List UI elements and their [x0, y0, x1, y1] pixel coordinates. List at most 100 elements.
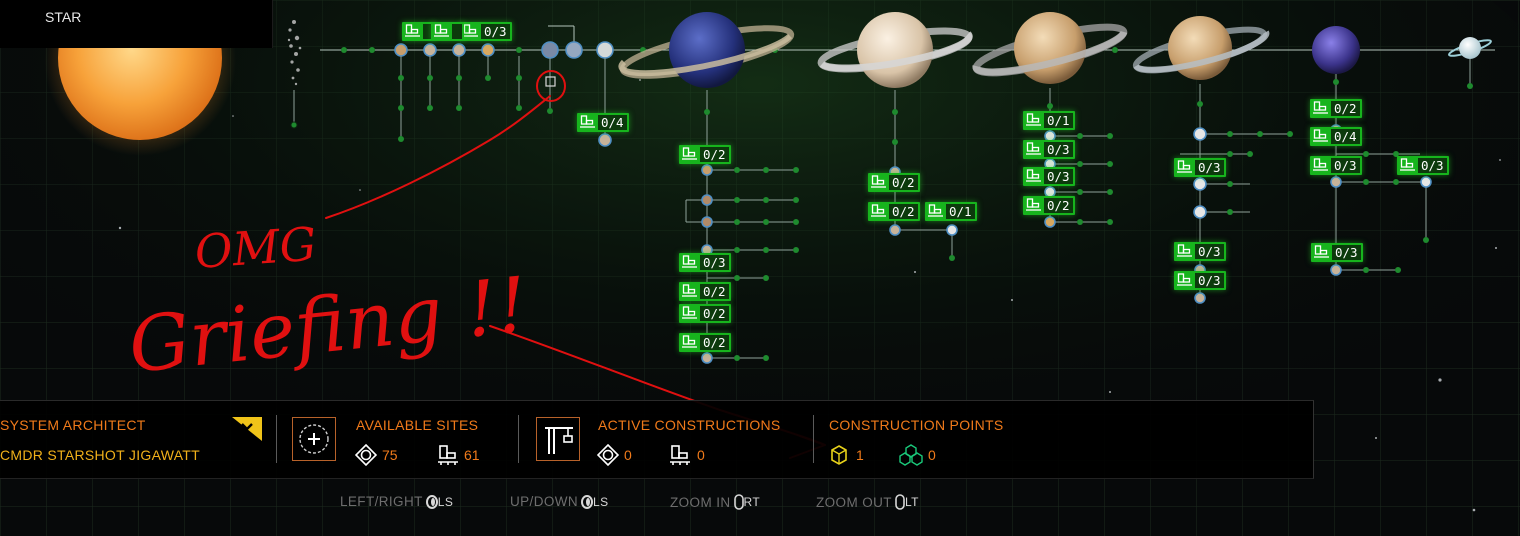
site-slot-count: 0/3	[1044, 142, 1073, 157]
site-slot-count: 0/3	[1195, 160, 1224, 175]
architect-title: SYSTEM ARCHITECT	[0, 417, 146, 433]
construction-site-badge[interactable]: 0/3	[1023, 167, 1075, 186]
hint-button-label: LS	[437, 494, 454, 509]
construction-points-title: CONSTRUCTION POINTS	[829, 417, 1004, 433]
hint-label: ZOOM OUT	[816, 494, 892, 510]
site-slot-count: 0/2	[700, 284, 729, 299]
divider	[276, 415, 277, 463]
site-slot-count: 0/4	[598, 115, 627, 130]
construction-site-badge[interactable]: 0/3	[1174, 271, 1226, 290]
site-slot-count: 0/2	[700, 335, 729, 350]
construction-site-badge[interactable]: 0/3	[460, 22, 512, 41]
tier2-points-count: 1	[856, 447, 864, 463]
surface-site-icon	[870, 174, 887, 191]
site-slot-count: 0/3	[1195, 273, 1224, 288]
tier2-point-icon	[831, 445, 847, 465]
site-slot-count: 0/3	[1195, 244, 1224, 259]
site-slot-count: 0/2	[700, 147, 729, 162]
construction-site-badge[interactable]: 0/2	[679, 304, 731, 323]
available-orbital-count: 75	[382, 447, 398, 463]
system-architect-bar: SYSTEM ARCHITECT CMDR STARSHOT JIGAWATT …	[0, 400, 1314, 479]
hint-button-label: LT	[904, 495, 919, 509]
construction-site-badge[interactable]: 0/3	[1310, 156, 1362, 175]
surface-site-icon	[1312, 157, 1329, 174]
surface-site-icon	[1313, 244, 1330, 261]
surface-site-icon	[681, 146, 698, 163]
construction-site-badge[interactable]: 0/2	[868, 173, 920, 192]
star-label-panel[interactable]: STAR	[0, 0, 273, 48]
site-slot-count: 0/2	[1044, 198, 1073, 213]
site-slot-count: 0/2	[1331, 101, 1360, 116]
construction-site-badge[interactable]: 0/3	[1397, 156, 1449, 175]
control-hint: UP/DOWN LS	[510, 494, 609, 509]
construction-site-badge[interactable]: 0/3	[679, 253, 731, 272]
trigger-icon	[895, 494, 905, 510]
construction-site-badge[interactable]: 0/2	[1310, 99, 1362, 118]
surface-site-icon	[1176, 243, 1193, 260]
orbital-site-icon	[355, 444, 377, 466]
surface-site-icon	[433, 23, 450, 40]
construction-site-badge[interactable]: 0/2	[679, 145, 731, 164]
surface-site-icon	[681, 305, 698, 322]
surface-site-icon	[1025, 168, 1042, 185]
surface-site-icon	[670, 445, 690, 465]
surface-site-icon	[1025, 197, 1042, 214]
site-slot-count: 0/3	[1331, 158, 1360, 173]
construction-site-badge[interactable]: 0/2	[868, 202, 920, 221]
construction-site-badge[interactable]: 0/3	[1311, 243, 1363, 262]
construction-site-badge[interactable]: 0/4	[577, 113, 629, 132]
surface-site-icon	[462, 23, 479, 40]
hint-button: LS	[581, 494, 609, 509]
surface-site-icon	[404, 23, 421, 40]
active-orbital-count: 0	[624, 447, 632, 463]
hint-button-label: RT	[743, 495, 761, 509]
construction-site-badge[interactable]: 0/4	[1310, 127, 1362, 146]
trigger-icon	[733, 494, 744, 510]
construction-site-badge[interactable]: 0/2	[679, 282, 731, 301]
surface-site-icon	[1312, 100, 1329, 117]
surface-site-icon	[1312, 128, 1329, 145]
active-surface-count: 0	[697, 447, 705, 463]
hint-button-label: LS	[593, 494, 609, 509]
available-surface-count: 61	[464, 447, 480, 463]
surface-site-icon	[1176, 272, 1193, 289]
site-slot-count: 0/2	[889, 204, 918, 219]
surface-site-icon	[1399, 157, 1416, 174]
tier3-point-icon	[899, 444, 923, 466]
construction-site-badge[interactable]: 0/3	[1174, 158, 1226, 177]
site-slot-count: 0/2	[700, 306, 729, 321]
construction-site-badge[interactable]: 0/2	[679, 333, 731, 352]
crane-icon	[536, 417, 580, 461]
hint-button: LT	[895, 494, 919, 510]
control-hint: LEFT/RIGHT LS	[340, 494, 453, 509]
construction-site-badge[interactable]	[402, 22, 435, 41]
construction-site-badge[interactable]: 0/3	[1174, 242, 1226, 261]
surface-site-icon	[870, 203, 887, 220]
site-slot-count-clipped	[452, 24, 462, 39]
construction-site-badge[interactable]: 0/3	[1023, 140, 1075, 159]
control-hint: ZOOM OUT LT	[816, 494, 919, 510]
hint-label: UP/DOWN	[510, 494, 579, 509]
site-slot-count: 0/3	[1332, 245, 1361, 260]
active-constructions-title: ACTIVE CONSTRUCTIONS	[598, 417, 781, 433]
stick-icon	[425, 494, 438, 509]
architect-name: CMDR STARSHOT JIGAWATT	[0, 447, 201, 463]
tier3-points-count: 0	[928, 447, 936, 463]
construction-site-badge[interactable]	[431, 22, 464, 41]
site-slot-count: 0/3	[1418, 158, 1447, 173]
surface-site-icon	[1025, 141, 1042, 158]
star-label: STAR	[45, 9, 82, 25]
construction-site-badge[interactable]: 0/1	[1023, 111, 1075, 130]
surface-site-icon	[1025, 112, 1042, 129]
available-sites-title: AVAILABLE SITES	[356, 417, 479, 433]
chevron-down-icon[interactable]	[232, 417, 262, 443]
hint-button: RT	[733, 494, 761, 510]
hint-label: LEFT/RIGHT	[340, 494, 423, 509]
stick-icon	[581, 494, 594, 509]
construction-site-badge[interactable]: 0/2	[1023, 196, 1075, 215]
site-slot-count-clipped	[423, 24, 433, 39]
site-slot-count: 0/1	[1044, 113, 1073, 128]
construction-site-badge[interactable]: 0/1	[925, 202, 977, 221]
divider	[813, 415, 814, 463]
